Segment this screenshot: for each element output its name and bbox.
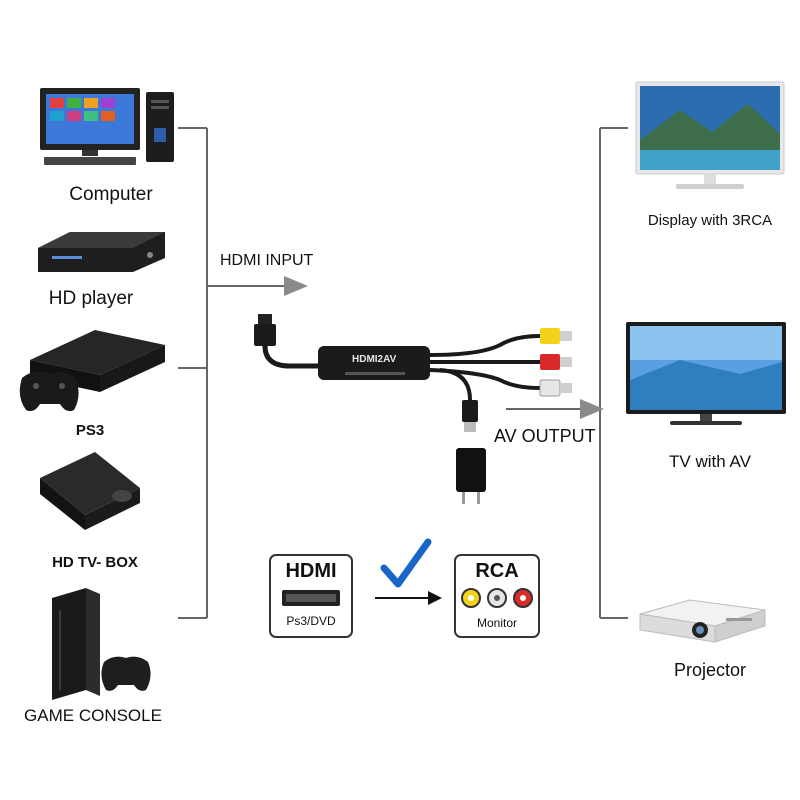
source-label-computer: Computer xyxy=(69,184,153,205)
source-label-tv-box: HD TV- BOX xyxy=(52,554,138,571)
source-label-hd-player: HD player xyxy=(48,288,134,309)
output-label-projector: Projector xyxy=(673,660,747,680)
left-bracket xyxy=(178,127,300,619)
checkmark-icon xyxy=(380,538,432,588)
tv-box-icon xyxy=(40,452,140,530)
hdmi-input-arrow-head xyxy=(284,276,308,296)
projector-icon xyxy=(639,599,766,643)
converter-label: HDMI2AV xyxy=(352,354,397,365)
conversion-arrow-head xyxy=(428,591,442,605)
game-console-icon xyxy=(52,588,151,700)
right-bracket xyxy=(506,127,628,619)
ps3-console-icon xyxy=(19,330,165,412)
computer-icon xyxy=(40,88,174,165)
hd-player-icon xyxy=(38,232,165,272)
rca-box-subtitle: Monitor xyxy=(476,616,517,630)
output-label-display: Display with 3RCA xyxy=(647,212,773,229)
source-label-ps3: PS3 xyxy=(75,422,105,439)
hdmi-box xyxy=(269,554,353,638)
monitor-display-icon xyxy=(635,81,785,189)
converter-cable xyxy=(254,314,572,504)
source-label-game-console: GAME CONSOLE xyxy=(24,706,162,725)
rca-box-title: RCA xyxy=(475,560,519,582)
hdmi-box-title: HDMI xyxy=(285,560,337,582)
output-label-tv: TV with AV xyxy=(669,452,751,471)
av-output-arrow-head xyxy=(580,399,604,419)
av-output-label: AV OUTPUT xyxy=(494,426,596,446)
tv-icon xyxy=(626,322,786,425)
rca-box xyxy=(454,554,540,638)
hdmi-input-label: HDMI INPUT xyxy=(220,252,314,269)
hdmi-box-subtitle: Ps3/DVD xyxy=(286,614,336,628)
